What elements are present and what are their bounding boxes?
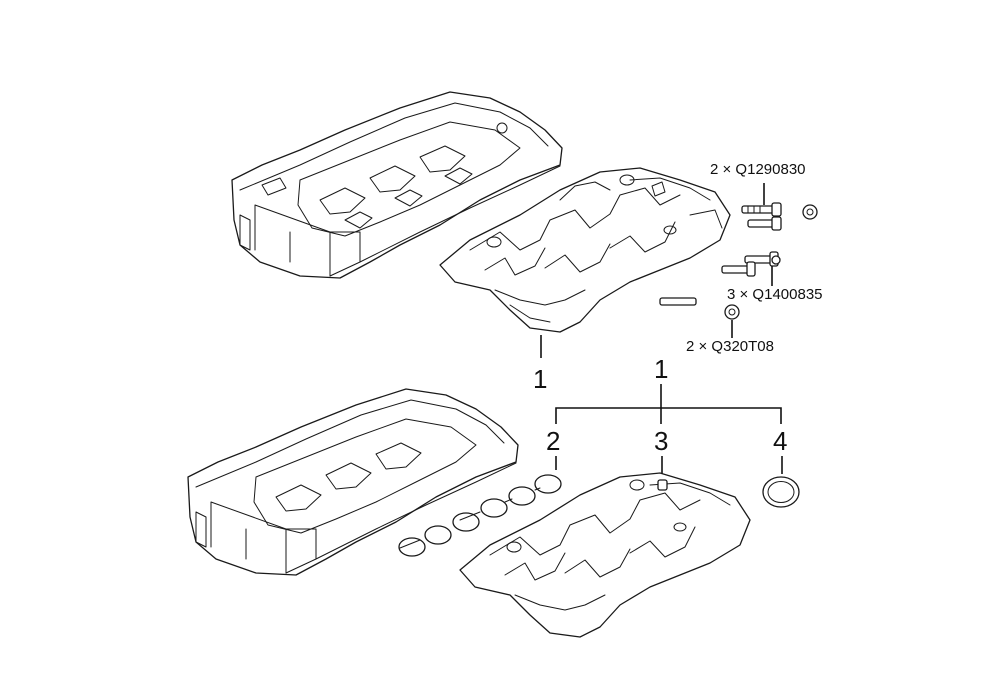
sensor-part-3 xyxy=(657,479,668,491)
fastener-label-bolt: 2 × Q1290830 xyxy=(710,161,806,178)
fastener-label-stud: 3 × Q1400835 xyxy=(727,286,823,303)
o-ring-part-4 xyxy=(762,476,800,508)
bolt-icon xyxy=(741,202,782,231)
nut-icon xyxy=(802,204,818,220)
callout-4: 4 xyxy=(773,426,787,456)
fastener-label-nut: 2 × Q320T08 xyxy=(686,338,774,355)
stud-icon xyxy=(659,297,697,306)
fastener-hardware xyxy=(659,202,818,320)
cylinder-head-top xyxy=(231,91,563,279)
intake-manifold-top xyxy=(439,167,731,333)
callout-3: 3 xyxy=(654,426,668,456)
callout-1-group: 1 xyxy=(654,354,668,384)
cylinder-head-bottom xyxy=(187,388,519,576)
nut-icon xyxy=(724,304,740,320)
intake-gasket xyxy=(398,474,562,557)
callout-2: 2 xyxy=(546,426,560,456)
stud-icon xyxy=(721,251,781,277)
intake-manifold-bottom xyxy=(459,472,751,638)
callout-1-top: 1 xyxy=(533,364,547,394)
